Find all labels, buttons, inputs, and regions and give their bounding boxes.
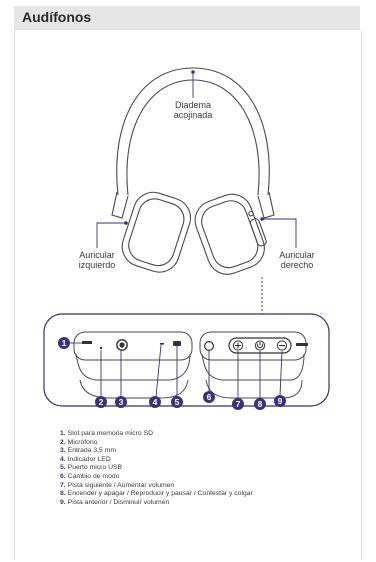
marker-leaders (70, 342, 283, 399)
left-slider (111, 191, 129, 219)
microphone-hole (99, 346, 103, 350)
audio-jack-core (119, 342, 125, 348)
right-earcup-label-line-1: Auricular (279, 250, 315, 260)
left-earcup-leader (96, 222, 126, 248)
legend-item: 3.Entrada 3,5 mm (60, 447, 117, 455)
marker-1: 1 (58, 337, 70, 349)
legend-item: 5.Puerto micro USB (60, 464, 123, 472)
marker-4: 4 (149, 396, 161, 408)
left-earcup-label: Auricular izquierdo (72, 250, 122, 270)
legend-item: 1.Slot para memoria micro SD (60, 430, 154, 437)
right-earcup-label-line-2: derecho (280, 260, 314, 270)
marker-5-label: 5 (175, 397, 180, 407)
marker-7: 7 (232, 398, 244, 410)
plus-icon (232, 340, 244, 351)
right-earcup-leader (262, 218, 297, 248)
legend-item: 4.Indicador LED (60, 455, 111, 463)
marker-5: 5 (171, 396, 183, 408)
headband-label-line-2: acojinada (173, 110, 213, 120)
marker-8: 8 (254, 398, 266, 410)
legend-item: 9.Pista anterior / Disminuir volumen (60, 498, 170, 506)
power-icon (254, 340, 266, 351)
left-earcup (121, 191, 192, 273)
marker-9-label: 9 (278, 396, 283, 406)
marker-6: 6 (203, 391, 215, 403)
leader-dots (124, 70, 264, 225)
right-earcup (194, 193, 267, 275)
left-earcup-label-line-2: izquierdo (78, 260, 116, 270)
marker-4-label: 4 (153, 397, 158, 407)
headband (116, 67, 270, 196)
marker-3-label: 3 (119, 397, 124, 407)
headband-dot (191, 70, 195, 74)
marker-2: 2 (95, 396, 107, 408)
headband-label-line-1: Diadema (174, 100, 212, 110)
parts-legend: 1.Slot para memoria micro SD 2.Micrófono… (60, 430, 253, 507)
right-earcup-label: Auricular derecho (272, 250, 322, 270)
left-cup-side-view (73, 331, 193, 399)
usb-port (173, 341, 181, 346)
page-title: Audífonos (22, 9, 92, 25)
legend-item: 6.Cambio de modo (60, 472, 120, 480)
mode-button (204, 341, 215, 352)
marker-2-label: 2 (99, 397, 104, 407)
legend-item: 7.Pista siguiente / Aumentar volumen (60, 481, 175, 489)
sd-slot (82, 341, 92, 344)
label-leaders (96, 72, 297, 314)
headband-label: Diadema acojinada (168, 100, 218, 120)
marker-6-label: 6 (207, 392, 212, 402)
marker-8-label: 8 (258, 399, 263, 409)
detail-frame (43, 313, 330, 407)
audio-jack (116, 339, 128, 351)
right-cup-band-stub (296, 343, 308, 346)
marker-7-label: 7 (236, 399, 241, 409)
marker-3: 3 (115, 396, 127, 408)
right-slider (257, 191, 275, 219)
marker-9: 9 (274, 395, 286, 407)
headphones-illustration (111, 67, 275, 275)
led-indicator (160, 343, 164, 345)
legend-item: 2.Micrófono (60, 438, 98, 446)
content-panel (14, 30, 362, 560)
section-header: Audífonos (14, 6, 360, 30)
left-earcup-dot (124, 221, 128, 225)
left-earcup-label-line-1: Auricular (79, 250, 115, 260)
minus-icon (276, 340, 288, 351)
right-earcup-dot (260, 217, 264, 221)
legend-item: 8.Encender y apagar / Reproducir y pausa… (60, 490, 253, 498)
marker-1-label: 1 (62, 338, 67, 348)
